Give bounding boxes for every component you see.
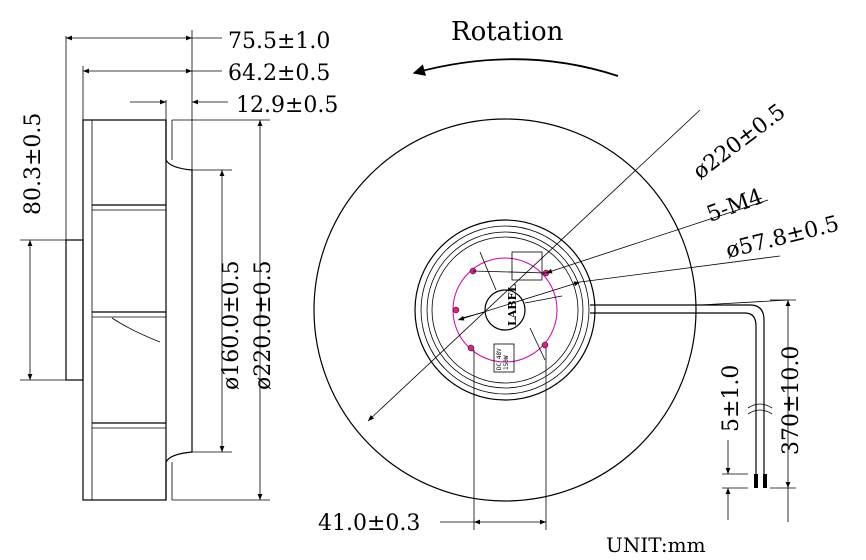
rotation-indicator: Rotation — [412, 17, 619, 77]
rotation-arrow-icon — [412, 58, 619, 77]
svg-text:150W: 150W — [503, 355, 510, 370]
svg-text:DC 48V: DC 48V — [496, 348, 503, 370]
dim-overall-width: 75.5±1.0 — [228, 29, 330, 54]
dim-bottom: 41.0±0.3 — [318, 511, 420, 536]
outer-ring — [313, 118, 697, 502]
dim-screws: 5-M4 — [704, 184, 767, 227]
cable-wire — [590, 304, 765, 486]
dim-lead-strip: 5±1.0 — [719, 365, 744, 432]
dim-front-diameter: ø220±0.5 — [689, 99, 791, 184]
side-view: 75.5±1.0 64.2±0.5 12.9±0.5 80.3±0.5 ø160… — [20, 29, 338, 501]
dim-hub-offset: 12.9±0.5 — [236, 93, 338, 118]
dim-height: 80.3±0.5 — [21, 113, 46, 215]
unit-note: UNIT:mm — [606, 533, 706, 557]
hub-outer-ring — [414, 219, 596, 401]
motor-stub — [65, 239, 84, 381]
bolt-hole — [452, 306, 460, 314]
connector-block — [511, 251, 543, 281]
spec-sticker — [493, 343, 515, 373]
front-view: LABEL DC 48V 150W ø220±0.5 5- — [313, 99, 842, 536]
dim-outer-diameter: ø220.0±0.5 — [251, 260, 276, 390]
dim-blade-width: 64.2±0.5 — [228, 61, 330, 86]
dim-cable-length: 370±10.0 — [779, 346, 804, 455]
impeller-body — [82, 119, 167, 501]
bolt-hole — [467, 344, 475, 352]
rotation-label: Rotation — [451, 17, 564, 47]
bolt-hole — [541, 341, 549, 349]
hub-profile — [165, 120, 193, 500]
dim-hub-diameter: ø57.8±0.5 — [723, 212, 841, 264]
cable-wire — [590, 312, 757, 486]
dim-inner-diameter: ø160.0±0.5 — [219, 260, 244, 390]
